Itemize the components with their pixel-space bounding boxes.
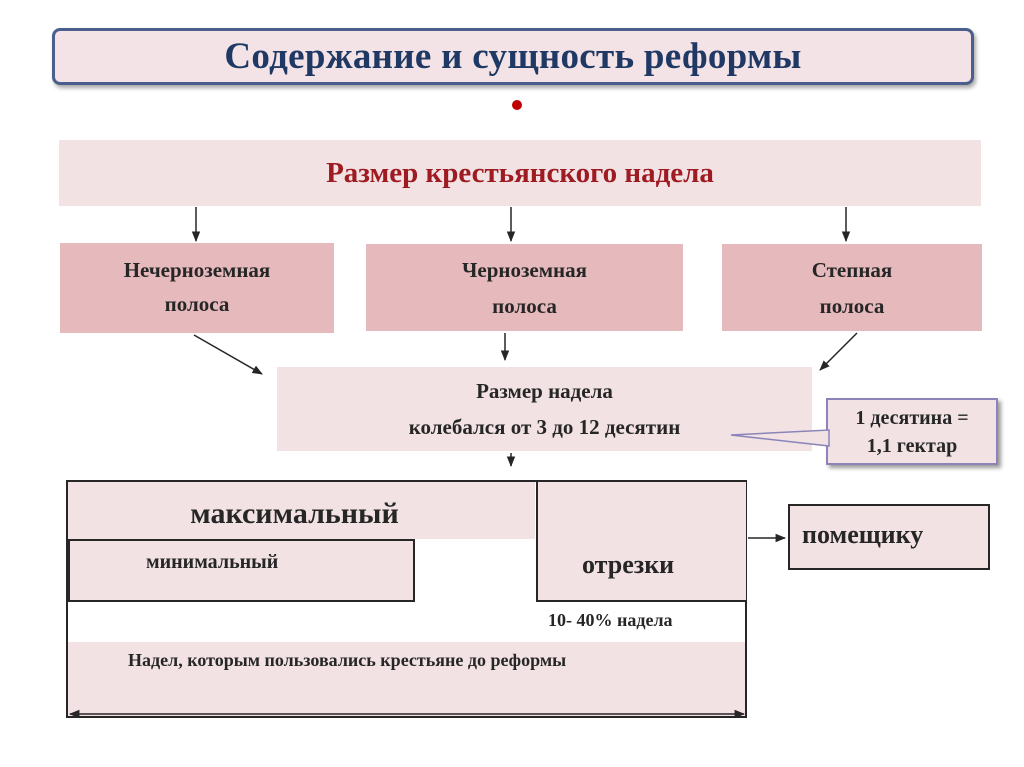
bullet-dot <box>512 100 522 110</box>
cuts-box: отрезки <box>536 482 746 602</box>
allotment-size-box: Размер надела колебался от 3 до 12 десят… <box>277 367 812 451</box>
main-heading: Размер крестьянского надела <box>326 156 714 189</box>
callout-line1: 1 десятина = <box>855 406 969 429</box>
arrow-zone3-to-size <box>819 332 858 371</box>
callout-line2: 1,1 гектар <box>866 434 958 457</box>
zone-label-line1: Степная <box>811 257 893 282</box>
to-landlord-box: помещику <box>788 504 990 570</box>
to-landlord-label: помещику <box>802 520 924 549</box>
zone-black-earth: Черноземная полоса <box>366 244 683 331</box>
allotment-size-line2: колебался от 3 до 12 десятин <box>408 415 681 439</box>
maximum-label: максимальный <box>190 496 399 530</box>
zone-label-line2: полоса <box>819 293 885 318</box>
zone-label-line1: Нечерноземная <box>123 258 271 282</box>
arrow-zone1-to-size <box>193 334 263 375</box>
zone-label-line2: полоса <box>164 292 230 316</box>
zone-non-black-earth: Нечерноземная полоса <box>60 243 334 333</box>
cuts-percent-label: 10- 40% надела <box>548 610 673 630</box>
minimum-label: минимальный <box>146 551 279 573</box>
main-heading-box: Размер крестьянского надела <box>59 140 981 206</box>
zone-steppe: Степная полоса <box>722 244 982 331</box>
zone-label-line1: Черноземная <box>461 257 588 282</box>
maximum-allotment-box: максимальный <box>68 482 535 539</box>
minimum-allotment-box: минимальный <box>68 539 415 602</box>
zone-label-line2: полоса <box>492 293 557 318</box>
cuts-label: отрезки <box>582 550 675 579</box>
allotment-size-line1: Размер надела <box>476 379 613 403</box>
desyatina-callout: 1 десятина = 1,1 гектар <box>826 398 998 465</box>
slide-title: Содержание и сущность реформы <box>224 36 802 77</box>
slide-title-box: Содержание и сущность реформы <box>52 28 974 85</box>
pre-reform-allotment-box: Надел, которым пользовались крестьяне до… <box>68 642 745 716</box>
pre-reform-allotment-label: Надел, которым пользовались крестьяне до… <box>128 650 567 670</box>
